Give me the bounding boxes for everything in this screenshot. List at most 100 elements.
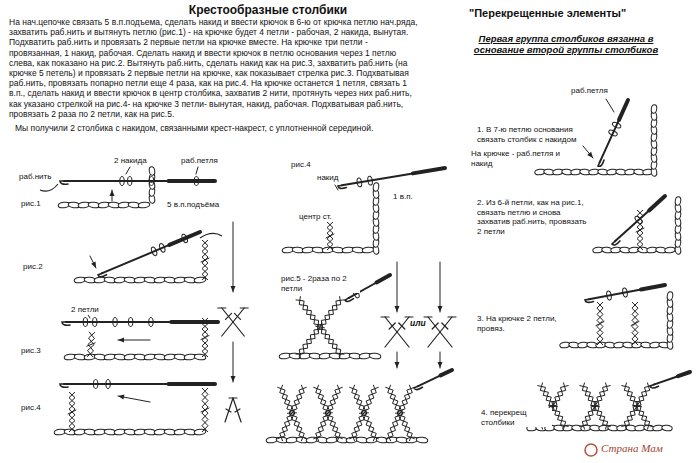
or-label: или [409,318,427,328]
yarn-over-mark [201,408,209,412]
loop-on-hook [612,121,622,129]
part-label: 5 в.п.подъёма [166,200,220,210]
hook-shaft [64,383,169,385]
part-label: раб.петля [180,156,219,166]
leader-line [196,167,198,174]
yarn-over-mark [318,323,322,331]
cross-symbol [432,323,438,329]
chain-loop [667,291,674,300]
hook-tip [345,298,354,302]
step-text: 1. В 7-ю петлю основания связать столбик… [476,125,594,144]
cross-symbol [448,316,456,317]
loop-on-hook [606,291,612,301]
joined-symbol [233,398,241,422]
hook-shaft [600,120,619,163]
hook-handle [169,232,200,245]
hook-handle [171,320,218,324]
arrow-line [583,146,593,158]
stitch-strand [88,332,96,357]
hook-tip [612,241,620,245]
arrow-line [397,262,398,312]
joined-symbol [225,398,233,422]
hook-tip [598,160,604,166]
yarn-over-mark [593,402,598,410]
loop-on-hook [158,243,166,253]
hook-handle [169,382,216,386]
stitch-strand [632,302,638,345]
chain-loop [675,196,682,205]
yarn-over-mark [397,410,403,417]
loop-on-hook [181,233,189,243]
arrow-head [118,395,124,400]
stitch-strand [299,296,344,354]
hook-tip [414,386,423,390]
chain-loop [373,182,380,191]
stitch-strand [327,222,333,250]
stitch-strand [579,386,610,427]
part-label: 1 в.п. [392,192,414,202]
hook-handle [641,285,665,290]
hook-tip [650,384,659,388]
stitch-strand [388,385,415,439]
section-subtitle: Первая группа столбиков вязанна в основа… [466,33,666,56]
yarn-over-mark [596,322,604,326]
stitch-strand [632,302,638,345]
working-thread [200,233,222,238]
cross-symbol [428,317,452,347]
hook-tip [62,322,70,325]
chain-loop [138,202,150,209]
hook-handle [678,372,690,376]
part-label: 2 накида [113,156,148,166]
arrow-head [395,306,400,312]
hook-shaft [589,290,641,300]
leader-line [126,167,130,174]
page-title: Крестообразные столбики [168,3,368,17]
stitch-strand [621,386,652,427]
loop-on-hook [149,318,153,327]
hook-tip [585,299,593,302]
cross-symbol [389,323,395,329]
arrow-line [440,262,441,312]
part-label: 2 петли [70,305,100,315]
stitch-strand [579,386,610,427]
hook-tip [338,185,346,188]
arrow-head [395,362,400,368]
section-title: "Перекрещенные элементы" [468,7,627,20]
cross-symbol [428,317,452,347]
cross-symbol [218,307,226,308]
loop-on-hook [83,318,87,327]
arrow-head [231,286,236,292]
stitch-strand [352,385,379,439]
loop-on-hook [113,318,117,327]
hook-handle [649,196,665,210]
part-label: центр ст. [298,212,333,222]
yarn-over-mark [636,228,644,232]
yarn-over-mark [635,402,640,410]
stitch-strand [202,388,208,432]
part-label: раб.петля [570,86,609,96]
arrow-head [587,152,593,158]
cross-symbol [442,323,448,329]
hook-shaft [418,375,441,386]
watermark-logo [585,444,597,456]
arrow-line [90,256,96,268]
loop-on-hook [149,177,153,186]
arrow-head [438,306,443,312]
hook-tip [60,384,68,387]
arrow-head [118,338,124,343]
chain-loop [664,247,675,254]
yarn-over-mark [326,234,334,238]
step-text: 4. перекрещ столбики [480,408,552,427]
summary-text: Мы получили 2 столбика с накидом, связан… [14,123,374,133]
working-thread [40,184,58,191]
chain-loop [362,247,374,254]
loop-on-hook [128,177,132,186]
hook-handle [619,100,628,120]
part-label: раб.нить [18,172,52,182]
loop-on-hook [120,177,124,186]
hook-shaft [654,376,678,384]
loop-on-hook [106,380,110,389]
yarn-over-mark [201,336,209,340]
hook-shaft [342,173,413,185]
stitch-strand [582,383,607,430]
